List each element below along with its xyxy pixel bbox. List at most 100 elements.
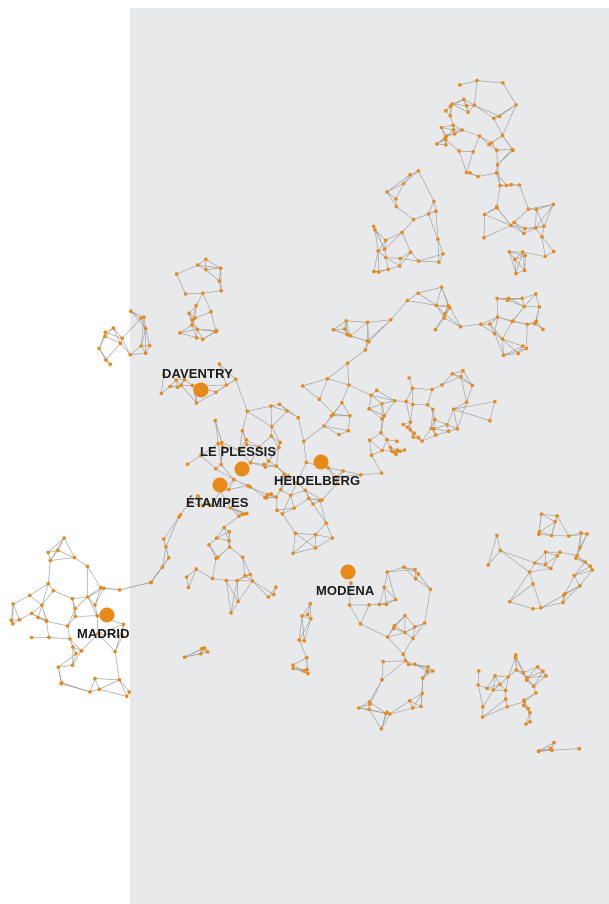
network-node (302, 638, 307, 643)
network-node (445, 423, 449, 427)
network-node (482, 235, 486, 240)
network-link (527, 675, 547, 679)
network-link (319, 500, 327, 524)
network-link (388, 265, 400, 270)
network-link (327, 362, 348, 379)
network-node (514, 653, 518, 657)
network-link (265, 465, 277, 468)
city-markers: DAVENTRY LE PLESSIS HEIDELBERG ÉTAMPES M… (77, 366, 375, 641)
network-node (509, 223, 513, 228)
network-link (381, 439, 388, 451)
network-link (394, 400, 407, 402)
network-node (282, 472, 286, 477)
network-node (318, 498, 322, 503)
network-link (482, 698, 506, 718)
network-node (296, 416, 301, 420)
network-link (188, 313, 193, 326)
network-node (397, 264, 402, 268)
network-link (292, 664, 305, 672)
network-link (72, 596, 88, 599)
network-node (402, 448, 407, 452)
network-link (522, 293, 536, 299)
network-node (234, 377, 238, 382)
network-link (502, 339, 504, 356)
network-node (393, 597, 398, 602)
network-link (534, 551, 546, 564)
network-link (579, 569, 593, 586)
network-link (534, 562, 551, 569)
network-node (505, 705, 510, 709)
network-node (413, 662, 417, 667)
network-link (368, 408, 385, 416)
network-link (328, 467, 344, 472)
network-node (527, 570, 532, 574)
network-link (535, 204, 554, 229)
network-node (522, 700, 527, 704)
network-link (507, 657, 516, 678)
network-link (384, 587, 387, 605)
city-marker-heidelberg[interactable] (313, 454, 329, 470)
network-link (458, 151, 467, 173)
city-marker-le-plessis[interactable] (234, 461, 250, 477)
network-link (333, 328, 345, 331)
network-link (496, 172, 507, 186)
network-link (58, 664, 73, 668)
network-link (503, 353, 519, 356)
network-link (368, 403, 383, 410)
network-link (37, 605, 43, 618)
network-link (507, 701, 525, 708)
network-node (198, 652, 203, 656)
network-node (342, 327, 347, 331)
network-node (302, 669, 307, 673)
network-link (389, 707, 413, 715)
network-link (197, 264, 221, 269)
city-marker-etampes[interactable] (212, 477, 228, 493)
network-node (369, 393, 373, 398)
network-link (292, 657, 307, 666)
network-link (480, 323, 495, 334)
network-link (472, 135, 480, 152)
network-link (460, 323, 481, 327)
network-link (239, 439, 247, 451)
network-node (524, 346, 529, 351)
network-node (506, 296, 511, 301)
network-link (350, 335, 368, 342)
network-link (453, 401, 495, 410)
network-link (412, 626, 416, 639)
network-node (358, 622, 363, 626)
network-link (433, 428, 449, 432)
network-node (345, 332, 350, 337)
network-link (67, 608, 76, 627)
network-link (379, 587, 385, 605)
network-node (220, 440, 224, 445)
network-link (539, 521, 556, 533)
network-link (216, 537, 230, 542)
network-link (538, 742, 555, 752)
network-node (93, 603, 97, 607)
city-marker-madrid[interactable] (99, 607, 115, 623)
network-link (446, 424, 458, 429)
network-node (44, 619, 49, 623)
network-link (474, 104, 494, 119)
network-link (381, 403, 385, 416)
network-link (380, 415, 385, 433)
network-link (195, 293, 204, 306)
network-node (384, 255, 388, 260)
network-node (388, 445, 393, 450)
city-marker-modena[interactable] (340, 564, 356, 580)
network-node (382, 585, 387, 590)
network-node (476, 669, 481, 673)
network-link (239, 430, 243, 450)
network-link (368, 408, 383, 420)
network-link (369, 679, 383, 705)
network-node (433, 327, 438, 332)
network-node (243, 512, 248, 516)
network-link (197, 329, 216, 332)
network-node (297, 638, 302, 642)
network-node (437, 260, 441, 264)
city-marker-daventry[interactable] (193, 382, 209, 398)
city-label-madrid: MADRID (77, 626, 130, 641)
network-link (276, 447, 280, 467)
network-link (565, 575, 575, 594)
network-node (194, 303, 198, 308)
